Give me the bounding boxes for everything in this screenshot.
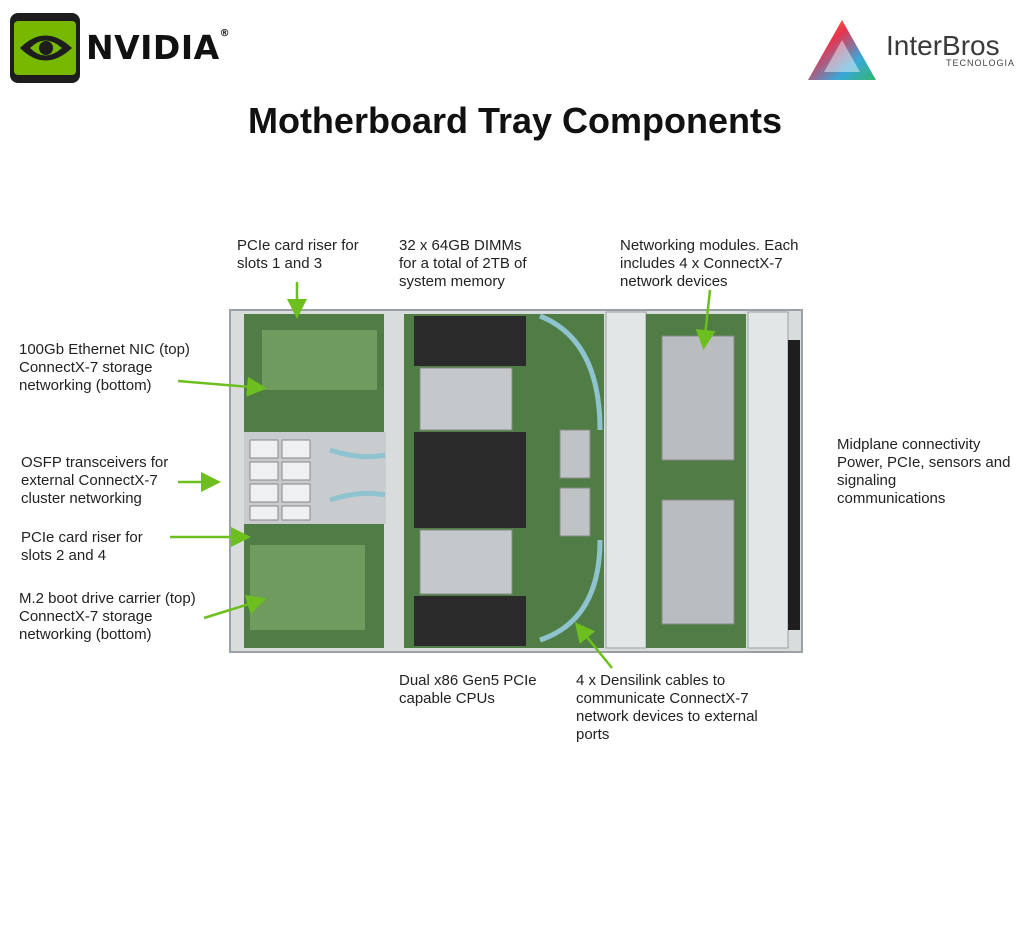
osfp-transceivers [249, 439, 311, 521]
nvidia-logo [10, 13, 80, 83]
network-module-heatsink-2 [661, 499, 735, 625]
dimm-bank-middle [414, 432, 526, 528]
m2-carrier [250, 545, 365, 630]
cpu-heatsink-2 [419, 529, 513, 595]
network-module-heatsink-1 [661, 335, 735, 461]
arrow-ethernet-nic [177, 376, 267, 397]
page-title: Motherboard Tray Components [247, 100, 783, 141]
cpu-heatsink-1 [419, 367, 513, 431]
nvidia-wordmark: NVIDIA® [86, 28, 231, 67]
chipset-heatsink-2 [559, 487, 591, 537]
nvidia-eye-icon [14, 21, 76, 75]
arrow-networking-modules [695, 289, 716, 350]
midplane-connectors [788, 340, 800, 630]
interbros-wordmark: InterBros [886, 30, 1000, 61]
chipset-heatsink-1 [559, 429, 591, 479]
dimm-bank-bottom [414, 596, 526, 646]
arrow-densilink [574, 622, 613, 669]
nic-card [262, 330, 377, 390]
interbros-tagline: TECNOLOGIA [946, 58, 1016, 68]
dimm-bank-top [414, 316, 526, 366]
interbros-prism-icon [808, 20, 876, 80]
callout-m2-boot: M.2 boot drive carrier (top)ConnectX-7 s… [19, 590, 196, 643]
midplane-bar-left [605, 311, 647, 649]
arrow-m2-boot [203, 594, 267, 620]
callout-ethernet-nic: 100Gb Ethernet NIC (top)ConnectX-7 stora… [19, 341, 190, 394]
midplane-bar-right [747, 311, 789, 649]
densilink-cables [329, 313, 603, 643]
interbros-logo-mark [806, 18, 878, 84]
